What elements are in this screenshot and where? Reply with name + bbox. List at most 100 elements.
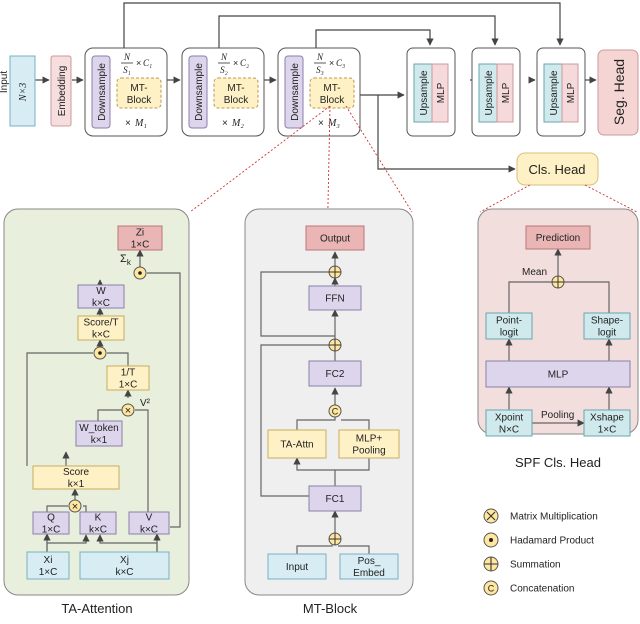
mt-block-label: Block	[224, 95, 249, 106]
mlp-box	[431, 63, 449, 123]
channel-label: C₁	[143, 58, 152, 68]
k-box-label: k×C	[89, 525, 107, 536]
ffn-box: FFN	[308, 285, 362, 311]
svg-text:C: C	[488, 584, 495, 594]
xshape-box-label: 1×C	[598, 425, 617, 436]
v2-label: V²	[140, 398, 151, 409]
k-box-label: K	[95, 513, 102, 524]
mt-block-label: Block	[127, 95, 152, 106]
svg-text:×: ×	[125, 405, 131, 417]
shape-logit-box: Shape-logit	[583, 312, 631, 340]
svg-text:C: C	[332, 407, 339, 417]
times-sign: ×	[329, 58, 334, 68]
mlp-pooling-box-label: Pooling	[352, 446, 385, 457]
fraction-numerator: N	[316, 52, 324, 62]
downsample-box	[91, 55, 111, 129]
channel-label: C₂	[240, 58, 249, 68]
q-box: Q1×C	[32, 511, 70, 536]
point-logit-box-label: logit	[500, 328, 519, 339]
fc2-box: FC2	[308, 360, 362, 387]
times-sign: ×	[136, 58, 141, 68]
zi-box: Zi1×C	[117, 225, 163, 251]
xj-box-label: k×C	[115, 567, 133, 578]
xi-box-label: Xi	[44, 555, 53, 566]
mt-input-box: Input	[267, 553, 327, 580]
w-token-box-label: k×1	[91, 435, 108, 446]
encoder-stages: DownsampleNS₁×C₁MT-Block×M₁DownsampleNS₂…	[84, 47, 361, 137]
score-box-label: k×1	[68, 479, 85, 490]
mt-block-label: Block	[320, 95, 345, 106]
spf-panel: PredictionPoint-logitShape-logitMLPXpoin…	[477, 208, 639, 470]
matrix-multiplication-icon	[483, 508, 499, 524]
fc1-box: FC1	[308, 485, 362, 512]
spf-operators	[551, 275, 565, 289]
q-box-label: Q	[47, 513, 55, 524]
repeat-count: M₃	[327, 118, 340, 129]
sum-k-label: Σk	[120, 253, 132, 267]
xi-box-label: 1×C	[39, 567, 58, 578]
xshape-box-label: Xshape	[590, 413, 624, 424]
seg-head-label: Seg. Head	[611, 59, 627, 125]
legend-label: Matrix Multiplication	[510, 512, 598, 523]
downsample-label: Downsample	[290, 63, 301, 121]
v-box-label: V	[146, 513, 153, 524]
fraction-denominator: S₂	[220, 65, 228, 75]
spf-mlp-box: MLP	[485, 360, 631, 388]
xpoint-box-label: Xpoint	[495, 413, 524, 424]
fraction-denominator: S₁	[123, 65, 131, 75]
svg-text:×: ×	[72, 501, 78, 513]
repeat-count: M₁	[134, 118, 147, 129]
ffn-box-label: FFN	[325, 294, 344, 305]
q-box-label: 1×C	[42, 525, 61, 536]
zi-box-label: Zi	[136, 228, 144, 239]
concatenation-icon: C	[483, 580, 499, 596]
mt-output-box-label: Output	[320, 234, 350, 245]
mlp-label: MLP	[501, 82, 512, 103]
w-box-label: W	[96, 286, 106, 297]
score-t-box: Score/Tk×C	[77, 315, 125, 341]
score-t-box-label: Score/T	[83, 318, 118, 329]
summation-icon	[483, 556, 499, 572]
one-t-box-label: 1×C	[119, 380, 138, 391]
xi-box: Xi1×C	[26, 551, 70, 580]
pos-embed-box-label: Embed	[353, 568, 385, 579]
ta-attn-box: TA-Attn	[267, 429, 327, 459]
score-box-label: Score	[63, 467, 90, 478]
decoder-2: Upsample MLP	[471, 47, 521, 137]
mlp-box	[496, 63, 514, 123]
mlp-pooling-box-label: MLP+	[356, 434, 383, 445]
ta-arrows	[26, 249, 181, 552]
mt-block-label: MT-	[323, 83, 340, 94]
channel-label: C₃	[336, 58, 345, 68]
mt-block-caption: MT-Block	[303, 601, 358, 616]
skip-connections	[123, 2, 564, 48]
mt-block-label: MT-	[130, 83, 147, 94]
prediction-box: Prediction	[525, 225, 591, 250]
zi-box-label: 1×C	[131, 240, 150, 251]
fc1-box-label: FC1	[326, 494, 345, 505]
pos-embed-box-label: Pos_	[358, 556, 381, 567]
mt-block-box	[116, 77, 162, 109]
legend-label: Concatenation	[510, 584, 575, 595]
times-sign: ×	[233, 58, 238, 68]
upsample-label: Upsample	[484, 70, 495, 115]
legend-label: Hadamard Product	[510, 536, 594, 547]
w-box: Wk×C	[77, 284, 125, 309]
legend-item: Matrix Multiplication	[483, 508, 598, 524]
prediction-box-label: Prediction	[536, 233, 580, 244]
xj-box-label: Xj	[120, 555, 129, 566]
mlp-pooling-box: MLP+Pooling	[338, 429, 400, 459]
xpoint-box-label: N×C	[499, 425, 519, 436]
ta-attn-box-label: TA-Attn	[280, 440, 313, 451]
w-token-box-label: W_token	[79, 423, 118, 434]
